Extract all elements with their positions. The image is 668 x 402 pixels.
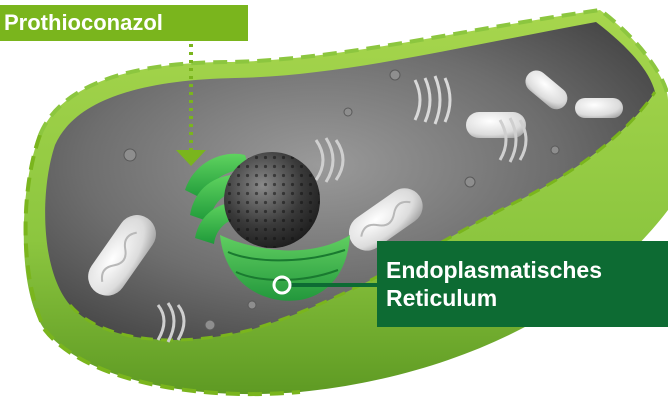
organelle-label-line1: Endoplasmatisches bbox=[386, 256, 668, 284]
organelle-label-line2: Reticulum bbox=[386, 284, 668, 312]
mitochondrion-right-3 bbox=[575, 98, 623, 118]
organelle-label: Endoplasmatisches Reticulum bbox=[377, 241, 668, 327]
compound-label: Prothioconazol bbox=[0, 5, 248, 41]
nucleus bbox=[224, 152, 320, 248]
